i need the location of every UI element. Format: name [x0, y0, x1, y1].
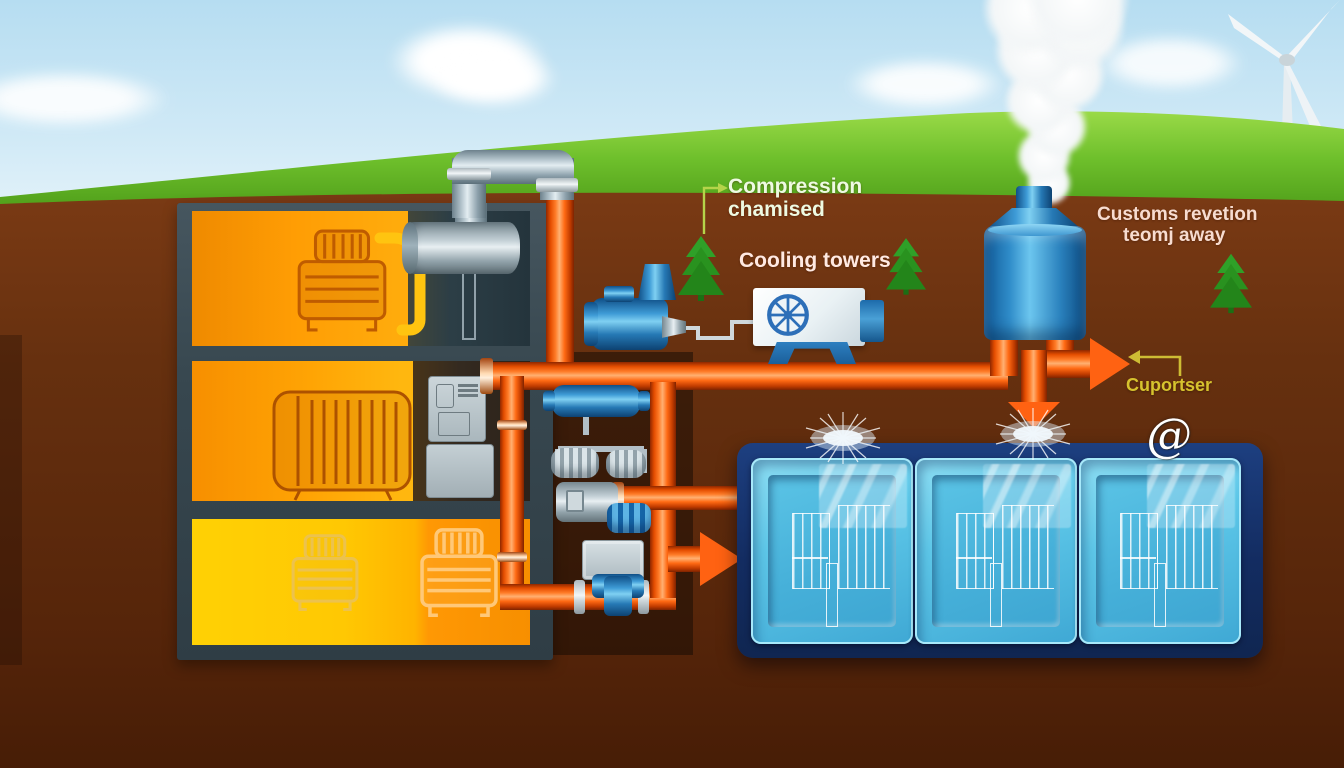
- cuportser-label: Cuportser: [1126, 375, 1213, 395]
- compressor-silhouette-icon: [297, 229, 387, 332]
- pipe-out-right: [1046, 350, 1092, 378]
- junction-box: [582, 540, 644, 580]
- cloud-icon: [0, 70, 170, 128]
- pump-front-ring: [584, 302, 598, 346]
- at-symbol-icon: @: [1144, 406, 1194, 464]
- pine-tree-icon: [886, 238, 926, 295]
- gray-receiver-tank: [402, 222, 520, 274]
- tank-neck: [1016, 186, 1052, 212]
- blue-valve-stem: [604, 576, 632, 616]
- pipe-flange: [497, 420, 527, 430]
- callout-arrow-yellow: [1128, 350, 1182, 376]
- sparkle-icon: [805, 412, 881, 464]
- blue-pump-body: [592, 298, 668, 350]
- connector-wire: [686, 320, 756, 340]
- control-panel: [426, 444, 494, 498]
- customs-label-line1: Customs revetion: [1097, 204, 1258, 225]
- blue-wellhead-tank: [984, 226, 1086, 340]
- flow-arrow-right-icon: [700, 532, 742, 586]
- pump-nose-cone: [662, 316, 686, 338]
- blue-accumulator-tank: [552, 385, 640, 417]
- cooling-fan-icon: [767, 294, 809, 336]
- pipe-flange-white: [638, 580, 649, 614]
- cell-lineart-line: [956, 557, 992, 559]
- pipe-coupling: [536, 178, 578, 192]
- pipe-flange: [480, 358, 493, 394]
- steam-plume: [930, 0, 1170, 210]
- cloud-icon: [845, 58, 1005, 110]
- tower-side-duct: [860, 300, 884, 342]
- pine-tree-icon: [678, 236, 724, 301]
- tank-drain-tube: [462, 274, 476, 340]
- compression-label-line1: Compression: [728, 175, 863, 198]
- grass-hill: [0, 111, 1344, 215]
- panel-gauge: [436, 384, 454, 408]
- customs-label-line2: teomj away: [1123, 224, 1226, 246]
- blue-filter-cylinder: [607, 503, 651, 533]
- pump-funnel: [638, 264, 676, 300]
- accumulator-cap: [543, 391, 555, 411]
- pine-tree-icon: [1210, 253, 1252, 314]
- cell-lineart-line: [792, 557, 828, 559]
- tank-top-rim: [988, 224, 1082, 236]
- wind-turbine-icon: [1228, 0, 1340, 134]
- cell-lineart-line: [1120, 557, 1156, 559]
- soil-shadow-left: [0, 335, 22, 665]
- insulator-cylinder: [606, 450, 646, 478]
- panel-vents: [458, 384, 478, 387]
- pipe-loop-left-vertical: [500, 376, 524, 598]
- storage-cell: [751, 458, 913, 644]
- storage-cell: [915, 458, 1077, 644]
- pump-top-box: [604, 286, 634, 302]
- frost-overlay: [983, 464, 1071, 528]
- cooling-towers-label: Cooling towers: [739, 249, 891, 272]
- pipe-flange-white: [574, 580, 585, 614]
- insulator-cylinder: [551, 448, 599, 478]
- frost-overlay: [1147, 464, 1235, 528]
- pipe-flange: [497, 552, 527, 562]
- compression-label-line2: chamised: [728, 197, 825, 221]
- frost-overlay: [819, 464, 907, 528]
- cell-lineart-drop: [1154, 563, 1166, 627]
- cell-lineart-drop: [826, 563, 838, 627]
- tank-end-cap: [402, 222, 418, 274]
- generator-silhouette-icon: [420, 528, 498, 617]
- compression-label: Compression chamised: [728, 175, 863, 221]
- heat-exchanger-silhouette-icon: [272, 390, 412, 501]
- flow-arrow-down-icon: [1008, 402, 1060, 428]
- motor-vent: [566, 490, 584, 512]
- sparkle-icon: [995, 408, 1071, 460]
- down-arrow-shaft: [1021, 350, 1047, 404]
- tank-shoulder: [988, 208, 1080, 228]
- cell-lineart-drop: [990, 563, 1002, 627]
- customs-label: Customs revetion teomj away: [1097, 204, 1258, 246]
- callout-line-green: [702, 183, 728, 234]
- pipe-coupling: [447, 168, 491, 180]
- pipe-vertical-from-surface: [546, 186, 574, 382]
- gray-manifold-piping: [555, 417, 647, 473]
- cloud-icon: [428, 48, 558, 108]
- storage-cell: [1079, 458, 1241, 644]
- flow-arrow-right-icon: [1090, 338, 1130, 390]
- control-panel: [428, 376, 486, 442]
- accumulator-cap: [638, 391, 650, 411]
- generator-silhouette-icon: [291, 534, 359, 611]
- flow-arrow-shaft: [668, 546, 702, 572]
- panel-door: [438, 412, 470, 436]
